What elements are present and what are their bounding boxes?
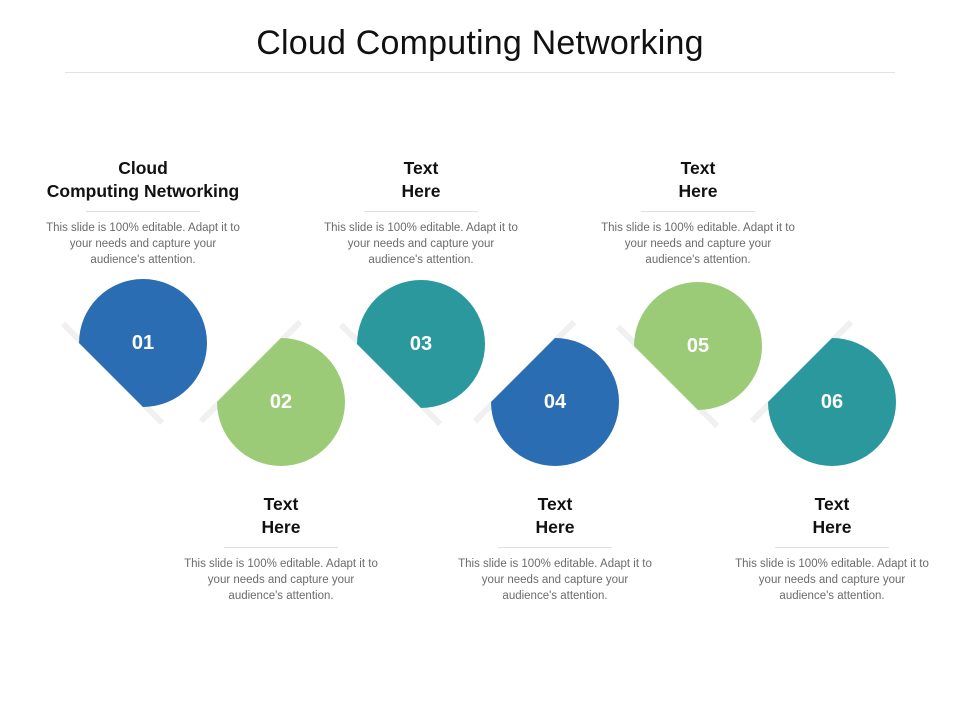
- step-heading: Text Here: [535, 494, 575, 537]
- step-block-04: Text Here This slide is 100% editable. A…: [450, 493, 660, 604]
- step-description: This slide is 100% editable. Adapt it to…: [46, 222, 240, 266]
- step-heading: Text Here: [401, 158, 441, 201]
- step-heading: Text Here: [812, 494, 852, 537]
- step-divider: [641, 211, 755, 212]
- step-divider: [86, 211, 200, 212]
- title-divider: [65, 72, 895, 73]
- step-number-06: 06: [820, 391, 844, 413]
- step-block-01: Cloud Computing Networking This slide is…: [38, 157, 248, 268]
- step-number-02: 02: [269, 391, 293, 413]
- page-title: Cloud Computing Networking: [256, 24, 704, 62]
- step-divider: [775, 547, 889, 548]
- step-heading: Cloud Computing Networking: [46, 158, 240, 201]
- step-circle-05: [634, 282, 762, 410]
- step-circle-03: [357, 280, 485, 408]
- step-block-02: Text Here This slide is 100% editable. A…: [176, 493, 386, 604]
- step-block-05: Text Here This slide is 100% editable. A…: [593, 157, 803, 268]
- step-description: This slide is 100% editable. Adapt it to…: [324, 222, 518, 266]
- step-description: This slide is 100% editable. Adapt it to…: [735, 558, 929, 602]
- step-circle-06: [768, 338, 896, 466]
- step-number-04: 04: [543, 391, 567, 413]
- step-description: This slide is 100% editable. Adapt it to…: [458, 558, 652, 602]
- step-number-01: 01: [131, 332, 155, 354]
- step-description: This slide is 100% editable. Adapt it to…: [184, 558, 378, 602]
- step-divider: [364, 211, 478, 212]
- step-divider: [498, 547, 612, 548]
- step-number-03: 03: [409, 333, 433, 355]
- step-block-03: Text Here This slide is 100% editable. A…: [316, 157, 526, 268]
- step-number-05: 05: [686, 335, 710, 357]
- step-circle-01: [79, 279, 207, 407]
- step-block-06: Text Here This slide is 100% editable. A…: [727, 493, 937, 604]
- step-heading: Text Here: [261, 494, 301, 537]
- step-heading: Text Here: [678, 158, 718, 201]
- step-circle-04: [491, 338, 619, 466]
- step-divider: [224, 547, 338, 548]
- step-description: This slide is 100% editable. Adapt it to…: [601, 222, 795, 266]
- step-circle-02: [217, 338, 345, 466]
